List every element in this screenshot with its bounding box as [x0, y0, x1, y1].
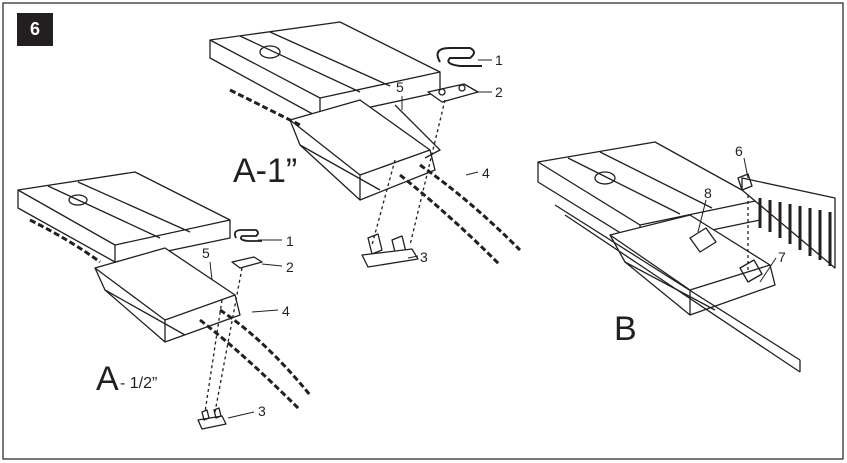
callout-a1-3: 3 — [420, 249, 428, 265]
callout-ah-3: 3 — [258, 403, 266, 419]
trolley-assembly-b — [537, 141, 836, 373]
label-a-half-letter: A — [96, 360, 119, 398]
callout-a1-1: 1 — [495, 52, 503, 68]
callout-a1-5: 5 — [396, 79, 404, 95]
label-b: B — [614, 310, 637, 348]
callout-ah-5: 5 — [202, 245, 210, 261]
callout-b-6: 6 — [735, 143, 743, 159]
callout-ah-2: 2 — [286, 259, 294, 275]
callout-a1-4: 4 — [482, 165, 490, 181]
step-number-badge: 6 — [17, 13, 53, 46]
leader-lines-a-half — [209, 239, 283, 419]
callout-ah-1: 1 — [286, 233, 294, 249]
callout-b-8: 8 — [704, 185, 712, 201]
callout-ah-4: 4 — [282, 303, 290, 319]
callout-b-7: 7 — [778, 249, 786, 265]
trolley-assembly-a1 — [209, 21, 522, 268]
label-a-half-size: - 1/2” — [120, 375, 157, 392]
trolley-assembly-a-half — [17, 171, 312, 430]
leader-lines-a1 — [401, 59, 492, 259]
label-a1: A-1” — [233, 152, 297, 190]
leader-lines-b — [697, 157, 777, 283]
callout-a1-2: 2 — [495, 84, 503, 100]
